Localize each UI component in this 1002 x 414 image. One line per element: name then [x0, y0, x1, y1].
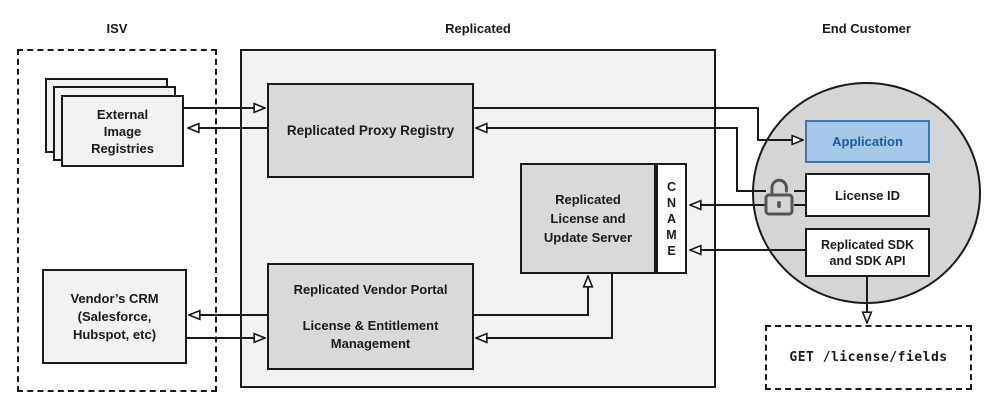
cname-strip: C N A M E [656, 163, 687, 274]
end-customer-section-label: End Customer [822, 21, 911, 36]
get-license-fields-node: GET /license/fields [765, 325, 972, 390]
vendor-portal-node: Replicated Vendor Portal License & Entit… [267, 263, 474, 370]
license-id-node: License ID [805, 173, 930, 217]
replicated-sdk-node: Replicated SDK and SDK API [805, 228, 930, 277]
proxy-registry-node: Replicated Proxy Registry [267, 83, 474, 178]
isv-section-label: ISV [106, 21, 128, 36]
vendors-crm-node: Vendor’s CRM (Salesforce, Hubspot, etc) [42, 269, 187, 364]
replicated-section-label: Replicated [445, 21, 511, 36]
isv-boundary-box [17, 49, 217, 392]
application-node: Application [805, 120, 930, 163]
unlocked-padlock-icon [764, 178, 794, 216]
external-image-registries-node: External Image Registries [61, 95, 184, 167]
license-update-server-node: Replicated License and Update Server [520, 163, 656, 274]
